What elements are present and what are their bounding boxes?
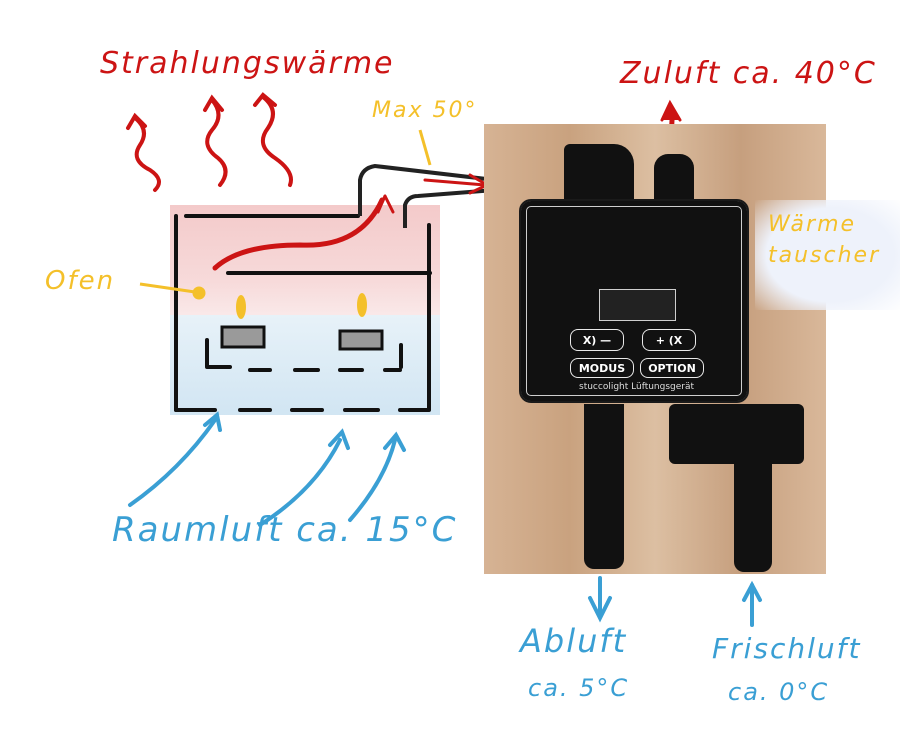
- candle-right: [338, 329, 384, 351]
- modus-button[interactable]: MODUS: [570, 358, 634, 378]
- heat-wave-icon: [205, 98, 228, 187]
- oven-outline: [174, 214, 432, 412]
- minus-button[interactable]: X) —: [570, 329, 624, 351]
- room-air-arrow: [258, 438, 342, 527]
- max-temp-arrow: [423, 178, 487, 187]
- oven-sketch: [170, 205, 440, 415]
- exhaust-air-temp: ca. 5°C: [528, 674, 630, 702]
- exhaust-air-label: Abluft: [520, 622, 628, 660]
- pipe-upper: [358, 163, 496, 216]
- max-temp-label: Max 50°: [372, 98, 478, 123]
- device-photo: X) — + (X MODUS OPTION stuccolight Lüftu…: [484, 124, 826, 574]
- device-top-bracket: [564, 144, 634, 204]
- heat-exchanger-label-1: Wärme: [768, 212, 857, 237]
- flame-right-icon: [357, 293, 367, 317]
- oven-pointer: [139, 282, 196, 294]
- exhaust-port: [584, 404, 624, 569]
- fresh-air-temp: ca. 0°C: [728, 678, 830, 706]
- oven-label: Ofen: [45, 266, 116, 296]
- room-air-arrow: [128, 418, 217, 507]
- heat-waves: [126, 92, 293, 192]
- radiant-heat-label: Strahlungswärme: [100, 46, 395, 81]
- oven-hot-air-arrow: [212, 197, 385, 271]
- heat-exchanger-label-2: tauscher: [768, 243, 881, 268]
- heat-wave-icon: [260, 95, 293, 187]
- plus-button[interactable]: + (X: [642, 329, 696, 351]
- pipes: [358, 163, 496, 228]
- flame-left-icon: [236, 295, 246, 319]
- heat-exchanger-label-bg: [755, 200, 900, 310]
- warm-zone: [170, 205, 440, 315]
- fresh-air-duct: [669, 404, 804, 464]
- device-brand-label: stuccolight Lüftungsgerät: [579, 382, 695, 392]
- candle-left: [220, 325, 266, 349]
- candles: [220, 293, 384, 351]
- heat-wave-icon: [133, 116, 161, 192]
- room-air-arrow: [348, 438, 397, 522]
- fresh-air-port: [734, 454, 772, 572]
- supply-air-label: Zuluft ca. 40°C: [620, 56, 877, 91]
- device-display: [599, 289, 676, 321]
- pipe-lower: [403, 188, 496, 228]
- fresh-air-label: Frischluft: [712, 632, 862, 665]
- option-button[interactable]: OPTION: [640, 358, 704, 378]
- room-air-label: Raumluft ca. 15°C: [112, 510, 458, 550]
- max-temp-pointer: [418, 129, 432, 166]
